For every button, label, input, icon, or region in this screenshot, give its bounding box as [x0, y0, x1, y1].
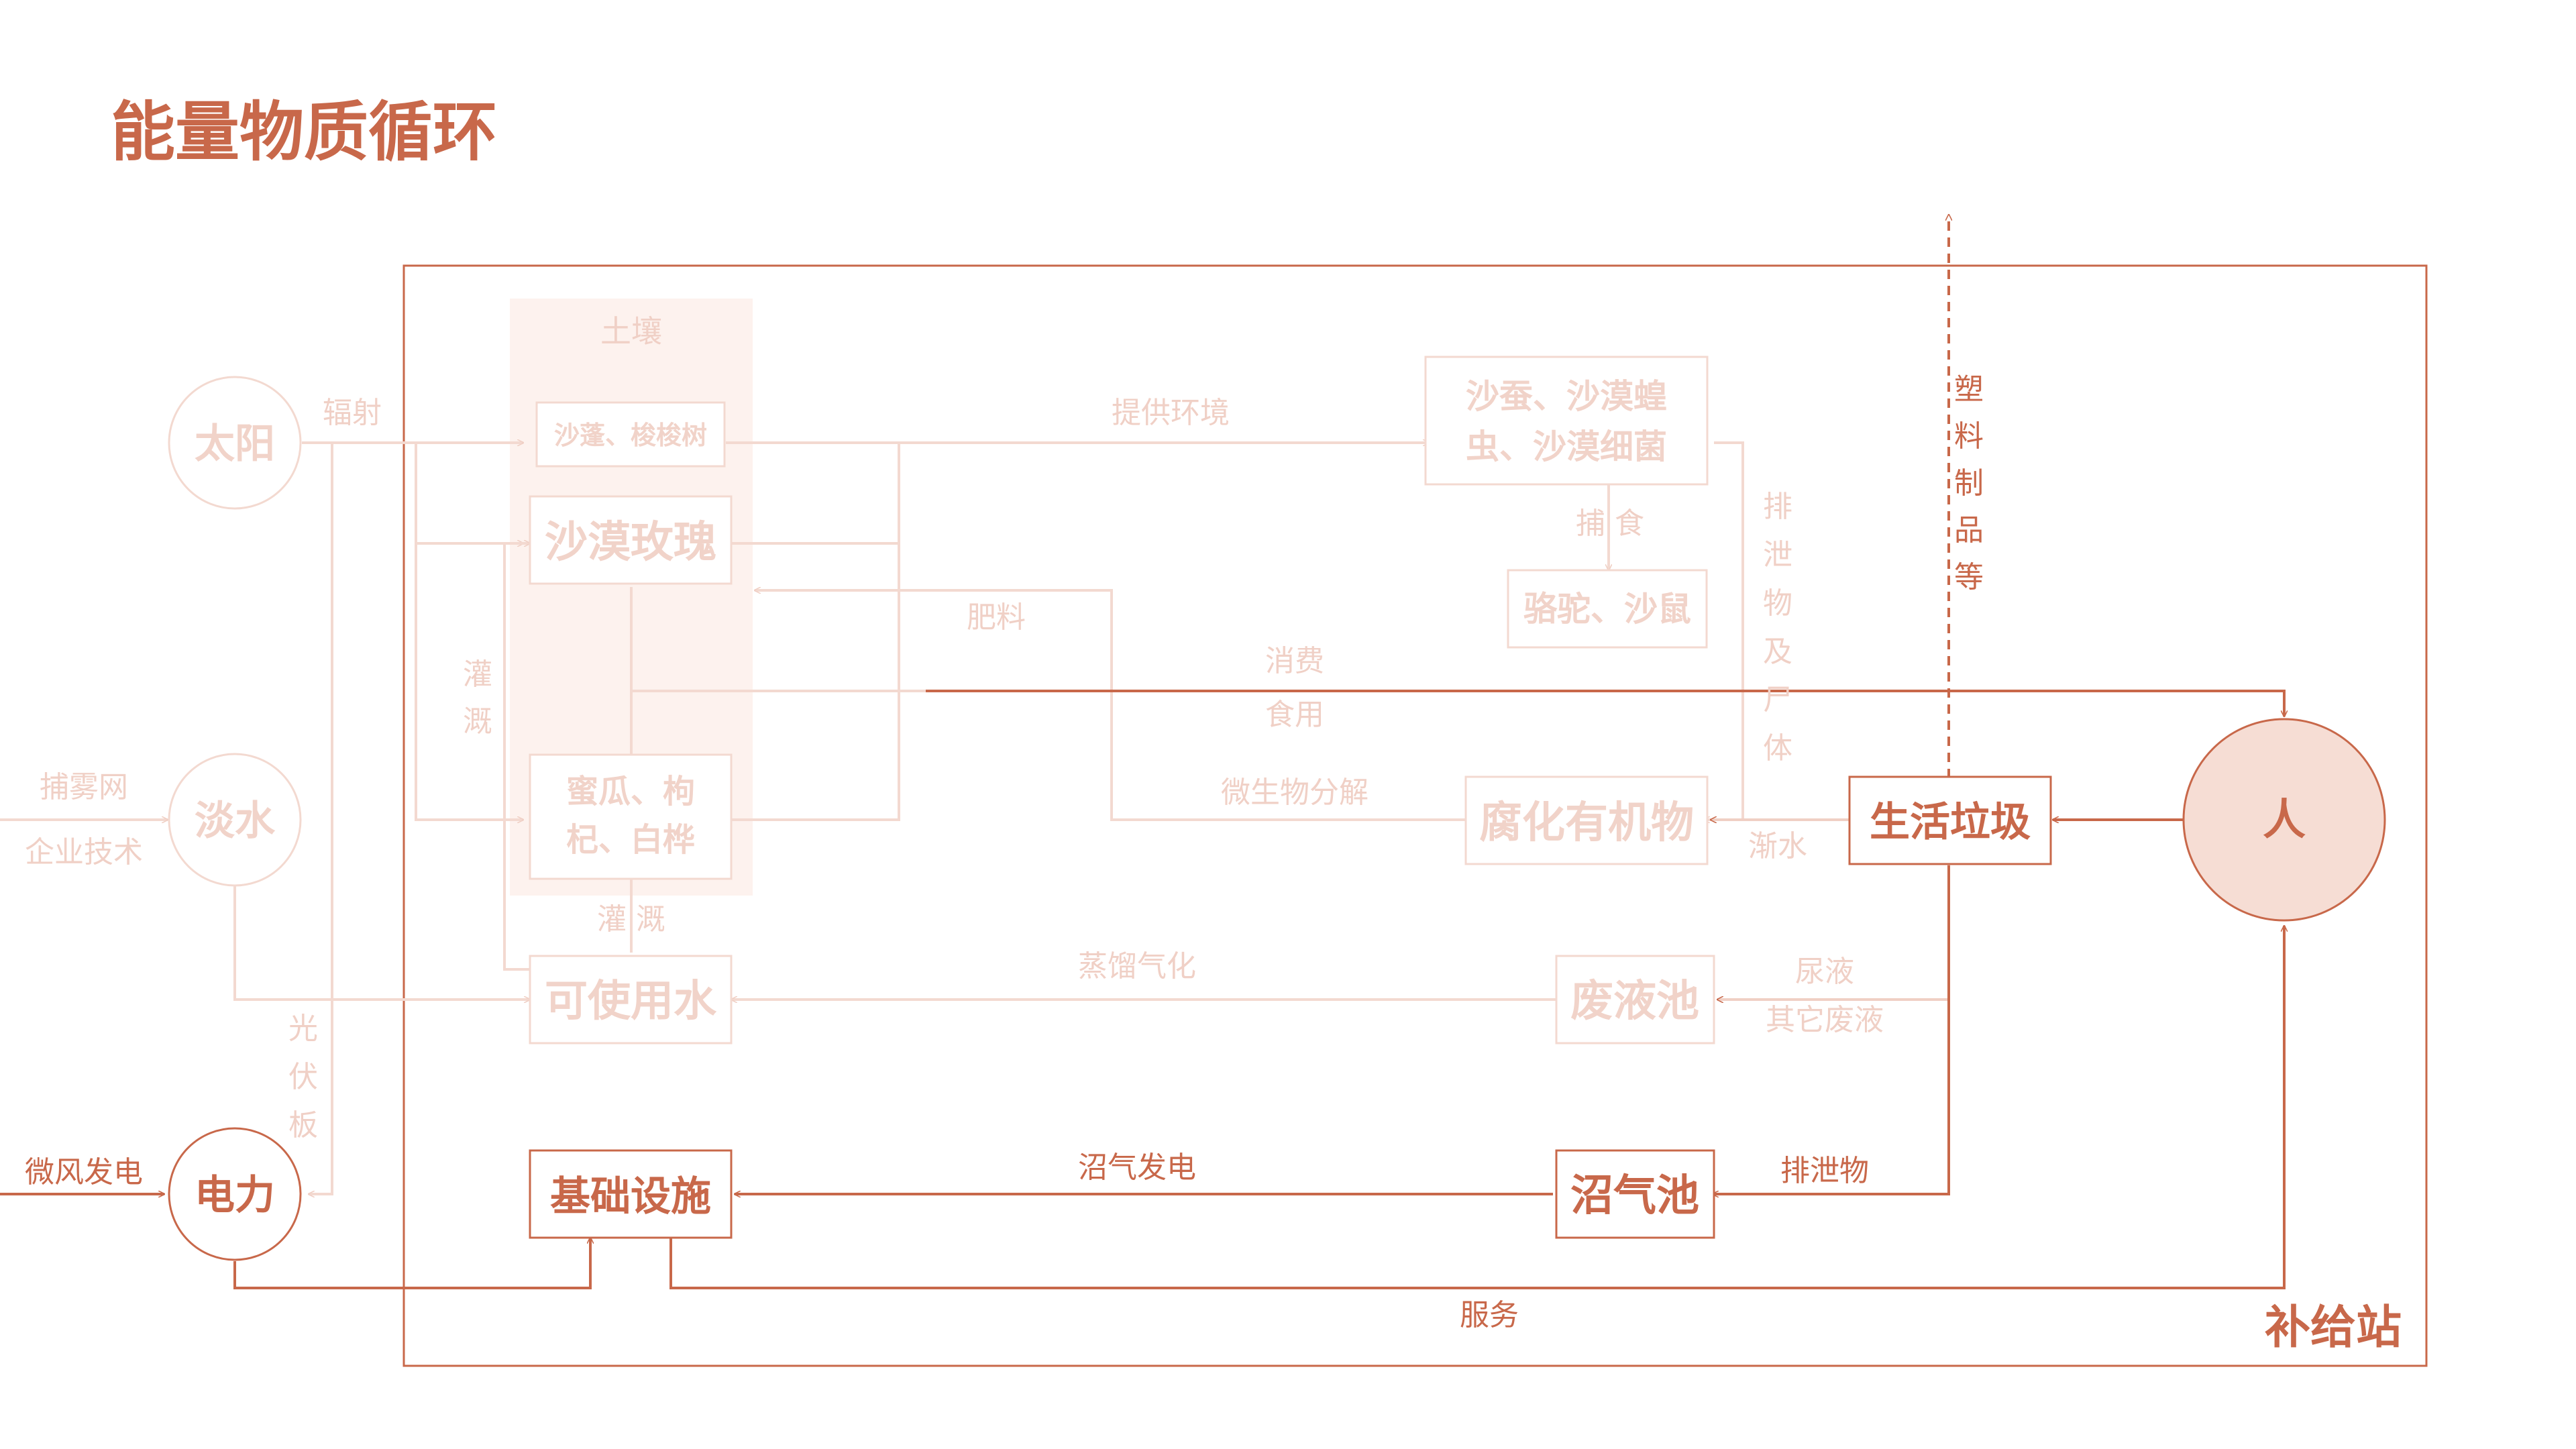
label-fog-net: 捕雾网: [40, 770, 128, 804]
node-insects: 沙蚕、沙漠蝗 虫、沙漠细菌: [1424, 356, 1709, 486]
label-radiation: 辐射: [323, 396, 382, 430]
label-other-waste: 其它废液: [1766, 1003, 1884, 1037]
svg-text:太阳: 太阳: [195, 421, 275, 468]
label-leachate: 渐水: [1748, 829, 1807, 863]
dark-connectors: [0, 215, 2284, 1289]
svg-text:废液池: 废液池: [1570, 977, 1699, 1026]
supply-station-frame: [402, 264, 2428, 1367]
svg-text:电力: 电力: [195, 1172, 275, 1219]
soil-label: 土壤: [600, 313, 662, 350]
svg-text:沙蚕、沙漠蝗: 沙蚕、沙漠蝗: [1466, 377, 1667, 416]
label-provide-env: 提供环境: [1112, 396, 1230, 430]
faint-labels: 辐射 捕雾网 企业技术 光 伏 板 灌 溉 灌 溉 提供环境 捕 食 排 泄 物…: [25, 396, 1884, 1142]
label-irrigation-left-2: 溉: [463, 704, 492, 739]
svg-text:沙漠玫瑰: 沙漠玫瑰: [545, 518, 716, 568]
svg-text:基础设施: 基础设施: [550, 1173, 711, 1220]
node-waste-pool: 废液池: [1555, 955, 1715, 1044]
node-biogas-pool: 沼气池: [1555, 1149, 1715, 1239]
svg-text:蜜瓜、枸: 蜜瓜、枸: [566, 773, 695, 810]
label-biogas-power: 沼气发电: [1078, 1150, 1196, 1185]
svg-text:及: 及: [1763, 635, 1792, 669]
label-pv-1: 光: [288, 1012, 318, 1046]
label-plastics-4: 品: [1954, 513, 1984, 547]
label-micro-decomp: 微生物分解: [1221, 775, 1368, 810]
node-desert-rose: 沙漠玫瑰: [529, 495, 733, 585]
svg-text:沙蓬、梭梭树: 沙蓬、梭梭树: [554, 421, 707, 450]
node-melon: 蜜瓜、枸 杞、白桦: [529, 753, 733, 880]
node-infrastructure: 基础设施: [529, 1149, 733, 1239]
label-distill: 蒸馏气化: [1078, 949, 1196, 983]
label-pv-3: 板: [288, 1108, 318, 1142]
node-power: 电力: [168, 1127, 302, 1261]
label-consume: 消费: [1265, 644, 1324, 678]
svg-text:体: 体: [1763, 731, 1792, 765]
svg-text:人: 人: [2263, 796, 2306, 845]
label-plastics-5: 等: [1954, 560, 1984, 594]
label-enterprise-tech: 企业技术: [25, 835, 143, 869]
svg-text:杞、白桦: 杞、白桦: [566, 821, 695, 859]
label-plastics-2: 料: [1954, 419, 1984, 453]
page-title: 能量物质循环: [111, 95, 497, 170]
node-sun: 太阳: [168, 376, 302, 510]
svg-text:沼气池: 沼气池: [1570, 1171, 1699, 1221]
node-fresh-water: 淡水: [168, 753, 302, 887]
label-micro-wind: 微风发电: [25, 1155, 143, 1189]
label-pv-2: 伏: [288, 1060, 318, 1094]
svg-text:虫、沙漠细菌: 虫、沙漠细菌: [1466, 427, 1667, 466]
node-person: 人: [2182, 718, 2386, 922]
svg-text:泄: 泄: [1763, 538, 1792, 572]
svg-text:排: 排: [1763, 490, 1792, 524]
dark-labels: 微风发电 沼气发电 排泄物 服务 塑 料 制 品 等: [25, 372, 1984, 1332]
label-eat: 食用: [1265, 698, 1324, 732]
svg-text:尸: 尸: [1763, 683, 1792, 717]
label-fertilizer: 肥料: [967, 600, 1026, 635]
node-shrubs: 沙蓬、梭梭树: [535, 401, 726, 468]
svg-text:物: 物: [1763, 586, 1792, 621]
label-plastics-3: 制: [1954, 466, 1984, 500]
label-urine: 尿液: [1795, 955, 1854, 989]
label-prey: 捕 食: [1576, 506, 1644, 541]
svg-text:腐化有机物: 腐化有机物: [1479, 798, 1694, 848]
label-irrigation-bottom: 灌 溉: [597, 902, 665, 936]
node-usable-water: 可使用水: [529, 955, 733, 1044]
svg-text:可使用水: 可使用水: [545, 977, 717, 1026]
svg-text:淡水: 淡水: [195, 798, 276, 845]
supply-station-label: 补给站: [2265, 1301, 2402, 1354]
label-plastics-1: 塑: [1954, 372, 1984, 407]
label-excreta: 排泄物: [1780, 1154, 1869, 1188]
svg-text:生活垃圾: 生活垃圾: [1870, 799, 2031, 846]
svg-text:骆驼、沙鼠: 骆驼、沙鼠: [1523, 590, 1691, 629]
node-rotting-organics: 腐化有机物: [1464, 775, 1709, 865]
node-camel: 骆驼、沙鼠: [1507, 569, 1708, 649]
label-service: 服务: [1460, 1298, 1519, 1332]
node-household-garbage: 生活垃圾: [1848, 775, 2052, 865]
label-irrigation-left-1: 灌: [463, 657, 492, 692]
faint-connectors: [0, 443, 1744, 1194]
